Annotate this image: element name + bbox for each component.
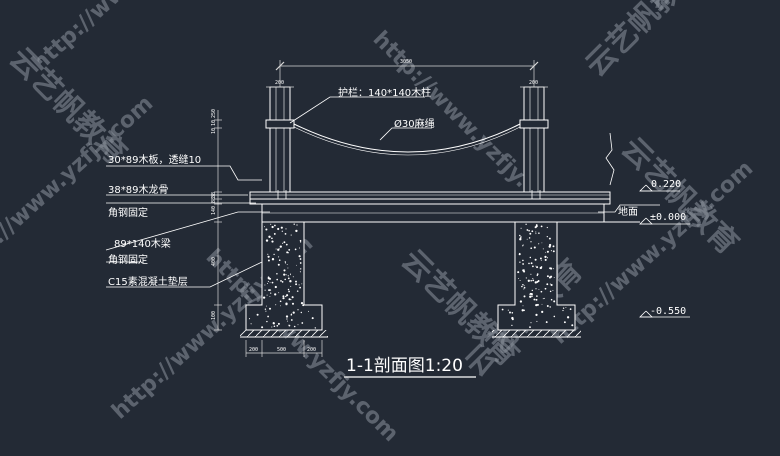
dim-footing-left: 200: [249, 347, 258, 353]
dim-vertical-6: 400: [211, 257, 217, 266]
concrete-speckle-left: [248, 223, 316, 329]
watermark-url: http://www.yzfjy.com: [27, 0, 238, 76]
dim-span-top: 3050: [400, 59, 412, 65]
dim-post-left: 200: [275, 80, 284, 86]
rope-label: Ø30麻绳: [394, 117, 435, 130]
elevation-ground: ±0.000: [650, 212, 686, 223]
leaders: [105, 96, 690, 318]
dim-vertical-0: 250: [211, 109, 217, 118]
deck-board: [249, 191, 611, 200]
watermark-brand: 云艺帆教育: [579, 0, 710, 84]
keel: [249, 198, 611, 205]
angle-steel-label: 角钢固定: [108, 206, 148, 219]
drawing-title: 1-1剖面图1:20: [346, 356, 463, 376]
concrete-speckle-right: [501, 223, 574, 328]
angle-steel-label: 角钢固定: [108, 253, 148, 266]
dim-post-right: 200: [529, 80, 538, 86]
elevation-footing-bottom: -0.550: [650, 306, 686, 317]
ground-label: 地面: [618, 205, 638, 218]
elevation-deck-top: 0.220: [651, 179, 681, 190]
railing-label: 护栏：140*140木柱: [338, 86, 431, 99]
dim-footing-mid: 500: [277, 347, 286, 353]
dimensions: [214, 60, 548, 357]
dim-vertical-4: 88: [211, 197, 217, 203]
dim-vertical-5: 140: [211, 206, 217, 215]
deck-board-label: 30*89木板，透缝10: [108, 153, 201, 166]
watermark-brand: 云艺帆教育: [2, 41, 133, 172]
structure: [240, 86, 640, 338]
rope: [293, 123, 521, 153]
left-footing: [240, 221, 328, 338]
labels: 护栏：140*140木柱 Ø30麻绳 30*89木板，透缝10 38*89木龙骨…: [108, 59, 686, 378]
dim-footing-right: 200: [307, 347, 316, 353]
keel-label: 38*89木龙骨: [108, 183, 168, 196]
dim-vertical-2: 10: [211, 128, 217, 134]
right-footing: [492, 221, 581, 338]
beam-label: 89*140木梁: [114, 237, 171, 250]
cushion-label: C15素混凝土垫层: [108, 275, 188, 288]
dim-vertical-7: 100: [211, 311, 217, 320]
dim-vertical-3: 38: [211, 192, 217, 198]
dim-vertical-1: 10: [211, 120, 217, 126]
